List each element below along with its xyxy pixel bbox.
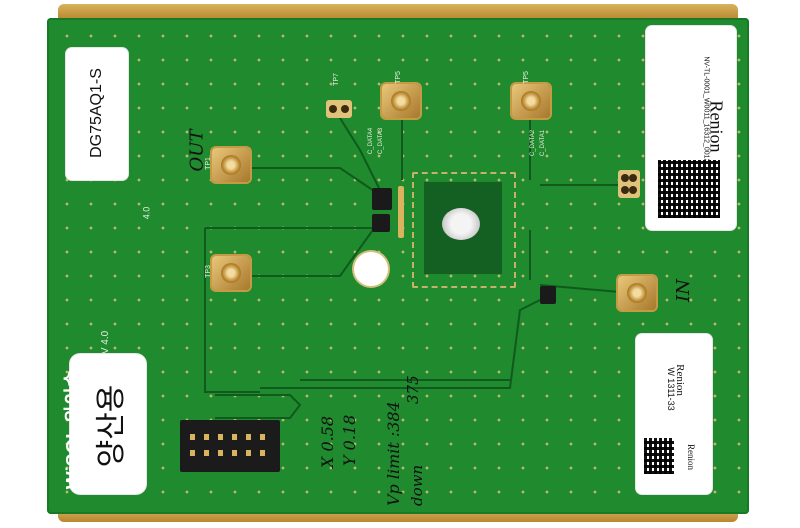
handwriting-x: X 0.58: [318, 415, 337, 468]
handwriting-down: down: [408, 464, 426, 506]
ic-left-upper: [372, 188, 392, 210]
brand-logo: WiSOL 와이솔: [63, 369, 85, 490]
test-pad-tp7: [326, 100, 352, 118]
pin-header-connector: [180, 420, 280, 472]
test-pad-right: [618, 170, 640, 198]
gold-edge-top: [58, 4, 738, 20]
renion-bottom-footer: Renion: [686, 444, 696, 470]
qr-code-bottom: [644, 438, 674, 474]
part-number-text: DG75AQ1-S: [88, 68, 105, 158]
ic-right: [540, 286, 556, 304]
renion-top-label: Renion NV-TL-0001_W0011_16312_0012-01-31: [646, 26, 736, 230]
qr-code-top: [658, 160, 720, 218]
sma-connector-tp5-right: [512, 84, 550, 118]
dut-device: [442, 208, 480, 240]
sma-connector-tp5-left: [382, 84, 420, 118]
version-text-small: 4.0: [141, 206, 152, 220]
korean-label-text: 양산용: [94, 384, 129, 468]
part-number-label: DG75AQ1-S: [66, 48, 128, 180]
handwriting-y: Y 0.18: [340, 414, 359, 466]
socket-window: [424, 182, 502, 274]
ic-left-lower: [372, 214, 390, 232]
handwriting-vp2: 375: [404, 375, 422, 404]
silk-tp7: TP7: [332, 73, 340, 86]
korean-label: 양산용: [70, 354, 146, 494]
silk-tp5-left: TP5: [394, 71, 402, 84]
silk-data2: C_DATA2: [530, 129, 537, 157]
revision-text: V 4.0: [100, 330, 112, 355]
handwriting-out: OUT: [186, 129, 208, 172]
sma-connector-tp3: [212, 256, 250, 290]
handwriting-vp: Vp limit :384: [384, 401, 403, 506]
silk-data4: C_DATA4: [368, 127, 375, 155]
silk-data1: C_DATA1: [540, 129, 547, 157]
component-strip: [398, 186, 404, 238]
silk-tp5-right: TP5: [522, 71, 530, 84]
mounting-hole: [354, 252, 388, 286]
silk-tp3: TP3: [204, 265, 212, 278]
sma-connector-in: [618, 276, 656, 310]
handwriting-in: IN: [672, 279, 694, 302]
renion-bottom-code: W 1311-33: [666, 367, 676, 411]
sma-connector-tp1: [212, 148, 250, 182]
silk-data3: C_DATA3: [378, 127, 385, 155]
renion-bottom-label: Renion W 1311-33 Renion: [636, 334, 712, 494]
center-socket: [412, 172, 516, 288]
